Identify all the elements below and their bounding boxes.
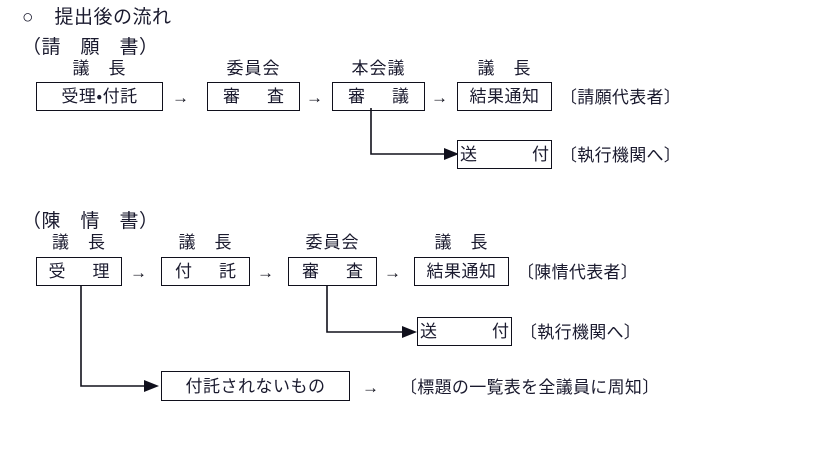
actor-caption-petition-2: 委員会 bbox=[226, 59, 281, 78]
actor-caption-petition-4: 議 長 bbox=[477, 59, 532, 78]
actor-caption-appeal-4: 議 長 bbox=[434, 233, 489, 252]
actor-caption-appeal-2: 議 長 bbox=[178, 233, 233, 252]
process-box-appeal-result-notice[interactable]: 結果通知 bbox=[414, 257, 509, 286]
connector-appeal-unreferred bbox=[80, 286, 159, 392]
process-box-petition-receipt-referral[interactable]: 受理・付託 bbox=[36, 82, 163, 111]
page-title: 提出後の流れ bbox=[54, 7, 172, 28]
arrow-appeal-3: → bbox=[384, 263, 401, 282]
process-box-appeal-forward[interactable]: 送 付 bbox=[417, 317, 512, 346]
process-box-petition-result-notice[interactable]: 結果通知 bbox=[457, 82, 552, 111]
process-box-petition-deliberation[interactable]: 審 議 bbox=[332, 82, 425, 111]
process-box-appeal-receipt[interactable]: 受 理 bbox=[36, 257, 122, 286]
note-appeal-circulate-list: 〔標題の一覧表を全議員に周知〕 bbox=[400, 378, 660, 397]
actor-caption-appeal-3: 委員会 bbox=[305, 233, 360, 252]
process-box-appeal-examination[interactable]: 審 査 bbox=[288, 257, 377, 286]
connector-petition-branch bbox=[370, 108, 459, 160]
section-label-petition: （請 願 書） bbox=[22, 37, 159, 58]
note-petition-representative: 〔請願代表者〕 bbox=[560, 88, 682, 107]
document-bullet-title: ○ 提出後の流れ bbox=[22, 8, 172, 27]
process-box-appeal-referral[interactable]: 付 託 bbox=[161, 257, 250, 286]
bullet-marker: ○ bbox=[22, 7, 34, 28]
arrow-appeal-unreferred: → bbox=[362, 378, 379, 397]
arrow-petition-2: → bbox=[306, 88, 323, 107]
note-appeal-executive-agency: 〔執行機関へ〕 bbox=[520, 323, 642, 342]
process-box-appeal-not-referred[interactable]: 付託されないもの bbox=[161, 371, 350, 401]
actor-caption-petition-1: 議 長 bbox=[72, 59, 127, 78]
arrow-petition-3: → bbox=[431, 88, 448, 107]
actor-caption-petition-3: 本会議 bbox=[351, 59, 406, 78]
process-box-petition-examination[interactable]: 審 査 bbox=[207, 82, 300, 111]
connector-appeal-branch bbox=[326, 286, 417, 338]
actor-caption-appeal-1: 議 長 bbox=[52, 233, 106, 252]
note-appeal-representative: 〔陳情代表者〕 bbox=[517, 263, 639, 282]
process-box-petition-forward[interactable]: 送 付 bbox=[457, 140, 552, 169]
arrow-appeal-2: → bbox=[257, 263, 274, 282]
section-label-appeal: （陳 情 書） bbox=[22, 211, 159, 232]
note-petition-executive-agency: 〔執行機関へ〕 bbox=[560, 146, 682, 165]
arrow-petition-1: → bbox=[172, 88, 189, 107]
arrow-appeal-1: → bbox=[130, 263, 147, 282]
